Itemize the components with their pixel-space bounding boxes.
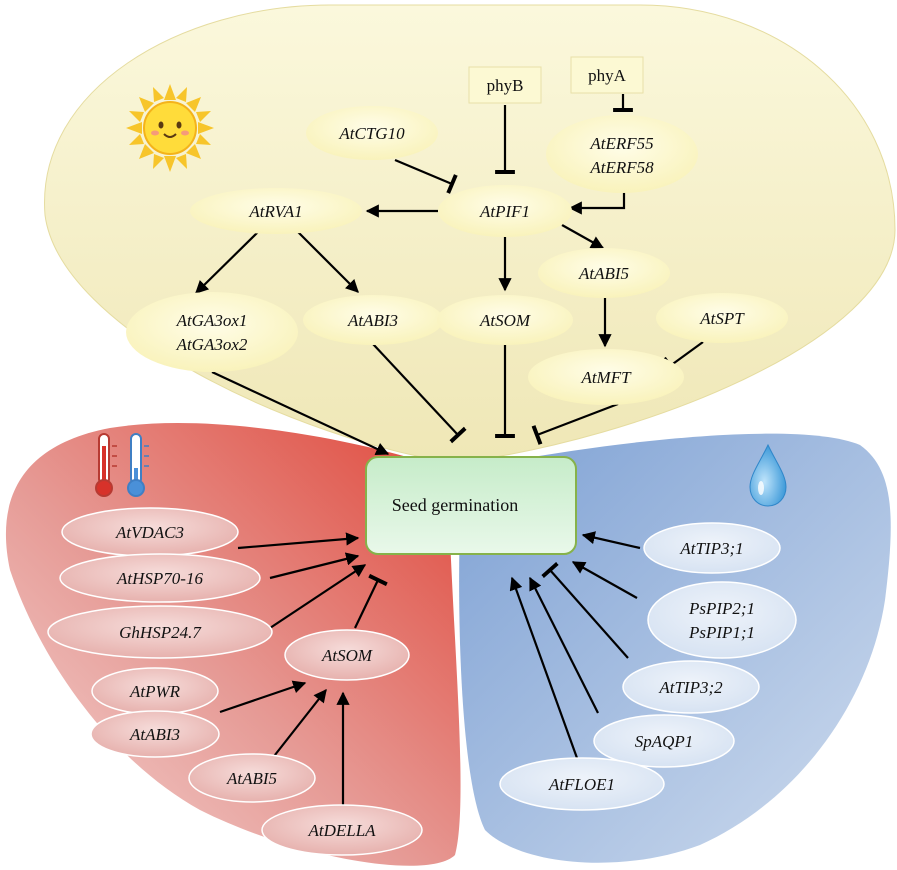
node-AtFLOE1: AtFLOE1 (499, 757, 665, 811)
node-AtABI5-top: AtABI5 (538, 248, 670, 298)
svg-text:AtSOM: AtSOM (321, 646, 373, 665)
edge-tip31-seed (581, 531, 641, 550)
svg-text:AtDELLA: AtDELLA (307, 821, 376, 840)
svg-text:AtABI5: AtABI5 (226, 769, 277, 788)
node-AtABI3-heat: AtABI3 (90, 710, 220, 758)
edge-tip32-seed (541, 561, 629, 659)
edge-abi5-red-som (270, 688, 327, 761)
svg-text:AtCTG10: AtCTG10 (338, 124, 405, 143)
edge-erf-pif1 (568, 190, 626, 215)
node-AtTIP3-2: AtTIP3;2 (622, 660, 760, 714)
edge-rva1-abi3 (297, 231, 359, 293)
svg-text:AtERF58: AtERF58 (589, 158, 654, 177)
svg-text:AtERF55: AtERF55 (589, 134, 653, 153)
node-AtPWR: AtPWR (91, 667, 219, 715)
node-AtCTG10: AtCTG10 (306, 106, 438, 160)
node-AtSOM-heat: AtSOM (284, 629, 410, 681)
node-AtABI3-top: AtABI3 (303, 295, 443, 345)
svg-text:AtABI5: AtABI5 (578, 264, 629, 283)
svg-text:AtHSP70-16: AtHSP70-16 (116, 569, 203, 588)
svg-text:AtVDAC3: AtVDAC3 (115, 523, 184, 542)
svg-text:AtABI3: AtABI3 (347, 311, 398, 330)
edge-ga3ox-seed (211, 371, 390, 455)
edge-mft-seed (531, 402, 619, 445)
edge-ghhsp-seed (269, 564, 367, 629)
node-phyB: phyB (468, 66, 542, 104)
node-AtGA3ox1-AtGA3ox2: AtGA3ox1 AtGA3ox2 (126, 292, 298, 372)
seed-germination-box: Seed germination (365, 456, 577, 555)
node-AtSOM-top: AtSOM (437, 295, 573, 345)
node-AtDELLA: AtDELLA (261, 804, 423, 856)
svg-text:SpAQP1: SpAQP1 (635, 732, 694, 751)
edge-spaqp1-seed (529, 576, 599, 714)
water-drop-icon (749, 443, 787, 507)
svg-text:PsPIP1;1: PsPIP1;1 (688, 623, 755, 642)
node-PsPIP2-PsPIP1: PsPIP2;1 PsPIP1;1 (647, 581, 797, 659)
svg-text:AtMFT: AtMFT (580, 368, 632, 387)
svg-text:AtTIP3;1: AtTIP3;1 (679, 539, 743, 558)
edge-rva1-ga3ox (195, 231, 259, 294)
svg-text:AtSOM: AtSOM (479, 311, 531, 330)
node-AtABI5-heat: AtABI5 (188, 753, 316, 803)
node-AtVDAC3: AtVDAC3 (61, 507, 239, 557)
svg-text:PsPIP2;1: PsPIP2;1 (688, 599, 755, 618)
edge-ctg10-pif1 (394, 158, 458, 194)
svg-text:AtPWR: AtPWR (129, 682, 181, 701)
svg-text:AtPIF1: AtPIF1 (479, 202, 530, 221)
node-AtERF55-AtERF58: AtERF55 AtERF58 (546, 115, 698, 193)
thermometer-icon (95, 433, 149, 497)
node-AtSPT: AtSPT (656, 293, 788, 343)
sun-icon (126, 84, 214, 172)
edge-abi3-seed (372, 343, 467, 444)
edge-hsp70-seed (269, 552, 360, 580)
edge-som-red-seed (354, 573, 388, 629)
edge-spt-mft (662, 341, 704, 376)
node-AtMFT: AtMFT (528, 349, 684, 405)
edge-pif1-abi5 (561, 224, 605, 249)
svg-text:AtFLOE1: AtFLOE1 (548, 775, 615, 794)
svg-text:GhHSP24.7: GhHSP24.7 (119, 623, 202, 642)
node-phyA: phyA (570, 56, 644, 94)
node-GhHSP24.7: GhHSP24.7 (47, 605, 273, 659)
node-AtPIF1: AtPIF1 (438, 185, 572, 237)
edge-pwr-som (219, 680, 307, 714)
svg-text:AtTIP3;2: AtTIP3;2 (658, 678, 723, 697)
edge-vdac3-seed (237, 532, 360, 550)
svg-text:phyA: phyA (588, 66, 627, 85)
svg-text:phyB: phyB (487, 76, 524, 95)
node-SpAQP1: SpAQP1 (593, 714, 735, 768)
svg-text:AtRVA1: AtRVA1 (248, 202, 302, 221)
node-AtRVA1: AtRVA1 (190, 188, 362, 234)
edge-pspip-seed (571, 561, 638, 599)
svg-text:AtSPT: AtSPT (699, 309, 745, 328)
svg-text:Seed germination: Seed germination (392, 495, 518, 515)
edge-floe1-seed (509, 576, 579, 759)
svg-text:AtGA3ox2: AtGA3ox2 (176, 335, 248, 354)
node-AtHSP70-16: AtHSP70-16 (59, 553, 261, 603)
svg-text:AtGA3ox1: AtGA3ox1 (176, 311, 248, 330)
svg-text:AtABI3: AtABI3 (129, 725, 180, 744)
node-AtTIP3-1: AtTIP3;1 (643, 522, 781, 574)
